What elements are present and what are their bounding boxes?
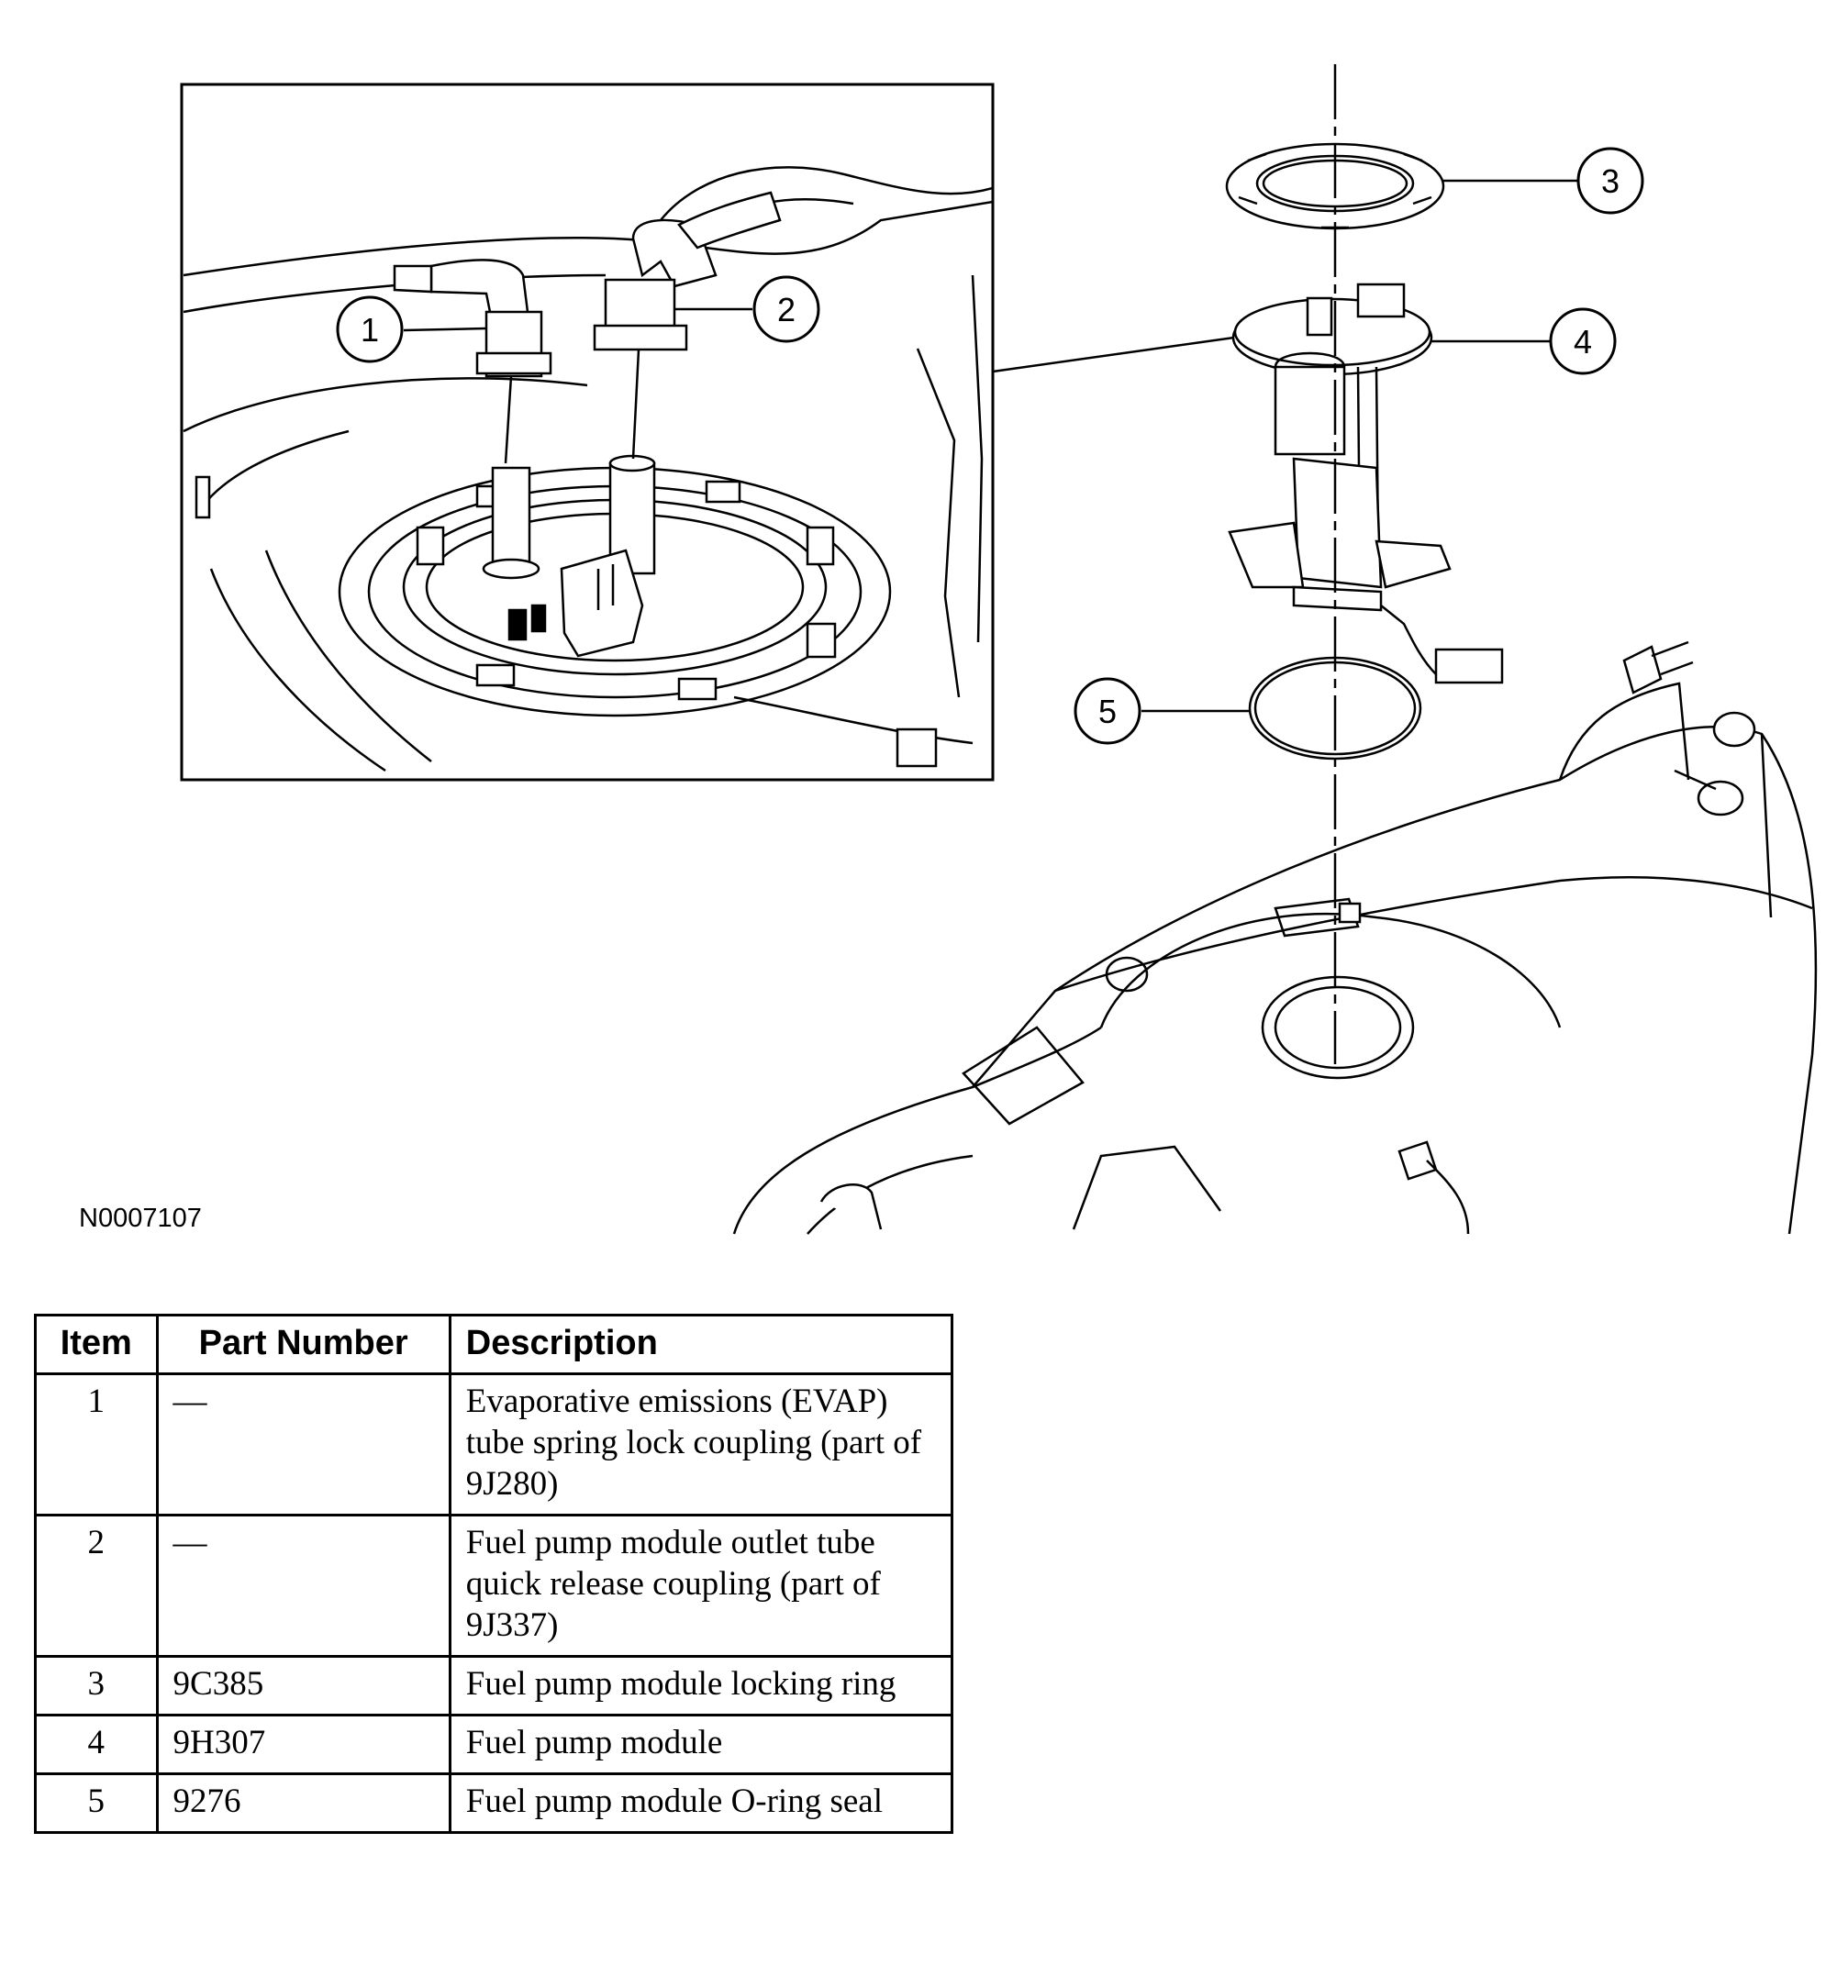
table-row: 2 — Fuel pump module outlet tube quick r… — [34, 1514, 954, 1658]
row-part-number: 9C385 — [155, 1655, 451, 1716]
row-part-number: — — [155, 1372, 451, 1516]
callout-3: 3 — [1443, 147, 1644, 215]
row-item: 1 — [34, 1372, 159, 1516]
row-part-number: 9276 — [155, 1772, 451, 1834]
callout-2-label: 2 — [777, 291, 796, 328]
table-row: 1 — Evaporative emissions (EVAP) tube sp… — [34, 1372, 954, 1516]
row-description: Fuel pump module O-ring seal — [448, 1772, 954, 1834]
main-assembly — [732, 64, 1818, 1235]
row-description: Evaporative emissions (EVAP) tube spring… — [448, 1372, 954, 1516]
callout-5-label: 5 — [1098, 693, 1117, 730]
callout-4-label: 4 — [1574, 323, 1592, 361]
callout-2: 2 — [674, 275, 820, 343]
header-item: Item — [34, 1314, 159, 1375]
row-part-number: — — [155, 1514, 451, 1658]
evap-port-nipple — [491, 466, 531, 571]
inset-leader-line — [992, 335, 1241, 373]
header-description: Description — [448, 1314, 954, 1375]
tank-filler-neck — [1712, 711, 1756, 748]
table-row: 3 9C385 Fuel pump module locking ring — [34, 1655, 954, 1716]
fuel-pump-module — [1228, 283, 1504, 684]
fuel-tank-outline — [732, 726, 1818, 1235]
row-description: Fuel pump module — [448, 1714, 954, 1775]
header-part-number: Part Number — [155, 1314, 451, 1375]
callout-4: 4 — [1431, 307, 1617, 375]
row-item: 4 — [34, 1714, 159, 1775]
row-item: 3 — [34, 1655, 159, 1716]
row-part-number: 9H307 — [155, 1714, 451, 1775]
row-description: Fuel pump module locking ring — [448, 1655, 954, 1716]
tank-vent-tubes — [1622, 645, 1663, 694]
electrical-connector — [560, 549, 644, 658]
exploded-view-illustration: 1 2 3 4 5 — [180, 64, 1818, 1235]
row-item: 5 — [34, 1772, 159, 1834]
callout-3-label: 3 — [1601, 162, 1620, 200]
inset-frame — [180, 83, 995, 782]
row-description: Fuel pump module outlet tube quick relea… — [448, 1514, 954, 1658]
callout-1: 1 — [336, 295, 487, 363]
tank-opening — [1261, 975, 1415, 1080]
evap-coupling-elbow — [429, 259, 529, 318]
table-row: 5 9276 Fuel pump module O-ring seal — [34, 1772, 954, 1834]
table-row: 4 9H307 Fuel pump module — [34, 1714, 954, 1775]
table-header-row: Item Part Number Description — [34, 1314, 954, 1375]
figure-id: N0007107 — [79, 1204, 202, 1233]
parts-table: Item Part Number Description 1 — Evapora… — [34, 1314, 954, 1834]
callout-5: 5 — [1074, 677, 1250, 745]
row-item: 2 — [34, 1514, 159, 1658]
detail-inset — [180, 83, 995, 782]
callout-1-label: 1 — [361, 311, 379, 349]
